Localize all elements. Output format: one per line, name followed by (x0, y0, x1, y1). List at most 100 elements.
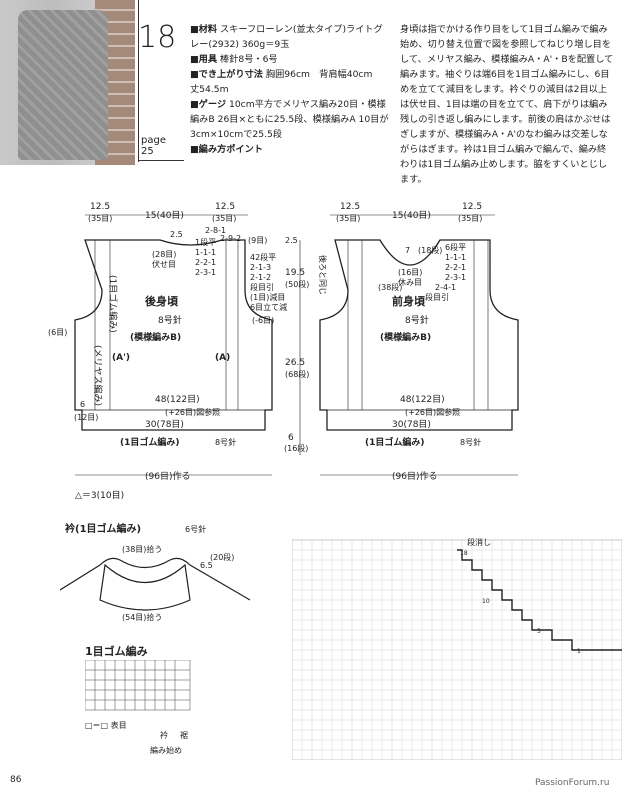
back-side6: 6目立て減 (250, 302, 287, 312)
front-dec4: 2-3-1 (445, 273, 466, 282)
shaping-chart: 段消し 18 10 5 1 (292, 537, 622, 760)
back-cast: (96目)作る (145, 470, 190, 482)
rib-chart-grid (85, 660, 191, 711)
shaping-mark-18: 18 (460, 550, 468, 557)
header-rule-bottom (138, 160, 184, 161)
body-diagrams: 12.5 (35目) 15(40目) 12.5 (35目) 2.5 (28目) … (48, 202, 519, 500)
front-dec2: 1-1-1 (445, 253, 466, 262)
back-side-st: (メリヤス編み) (92, 345, 104, 406)
back-dec3: 2-2-1 (195, 258, 216, 267)
back-twelve: (12目) (74, 413, 98, 422)
back-inc: (+26目)図参照 (165, 407, 220, 417)
front-depth: (38段) (378, 282, 402, 292)
vest-photo (0, 0, 135, 165)
front-width: 48(122目) (400, 394, 445, 405)
back-pattern: (模様編みB) (130, 331, 181, 343)
back-rib-rows: (16段) (284, 443, 308, 453)
back-side-rib: (1目ゴム編み) (107, 275, 119, 333)
collar-band (99, 563, 191, 611)
back-rib-width: 30(78目) (145, 419, 184, 430)
points-text: 身頃は指でかける作り目をして1目ゴム編みで編み始め、切り替え位置で図を参照してね… (400, 24, 614, 185)
pattern-number: 18 (138, 20, 177, 55)
front-rib-needle: 8号針 (460, 437, 481, 447)
rib-chart-title: 1目ゴム編み (85, 645, 148, 658)
back-top-mid: 15(40目) (145, 210, 184, 221)
back-side5: (1目)減目 (250, 292, 285, 302)
front-neck-st: (16目) (398, 268, 422, 277)
page-number: 86 (10, 775, 22, 785)
materials-label: ■材料 (190, 24, 218, 35)
tools-text: 棒針8号・6号 (219, 54, 278, 65)
header-rule (138, 0, 139, 162)
back-length: 26.5 (285, 358, 305, 368)
back-armhole-rows: (50段) (285, 279, 309, 289)
back-dec-st: (9目) (248, 236, 267, 245)
back-side3: 2-1-2 (250, 273, 271, 282)
front-rib-width: 30(78目) (392, 419, 431, 430)
size-label: ■でき上がり寸法 (190, 69, 263, 80)
tools-label: ■用具 (190, 54, 218, 65)
front-needle: 8号針 (405, 314, 429, 326)
shaping-mark-1: 1 (577, 648, 581, 655)
back-side4: 段目引 (250, 282, 274, 292)
back-rib-h: 6 (288, 433, 294, 443)
back-title: 後身頃 (145, 294, 179, 308)
back-a-prime: (A') (112, 353, 130, 363)
back-neck-rows-dim: 2.5 (285, 236, 298, 245)
front-neck-rest: 休み目 (398, 277, 422, 287)
front-top-left-st: (35目) (336, 214, 360, 223)
shaping-step-line (457, 549, 622, 651)
triangle-note: △＝3(10目) (75, 490, 124, 500)
gauge-text: 10cm平方でメリヤス編み20目・模様編みB 26目×ともに25.5段、模様編み… (190, 99, 389, 140)
back-six-rows: 6 (80, 400, 85, 409)
back-top-right: 12.5 (215, 202, 235, 212)
instructions-col2: 身頃は指でかける作り目をして1目ゴム編みで編み始め、切り替え位置で図を参照してね… (400, 22, 615, 187)
collar-needle: 6号針 (185, 524, 206, 534)
watermark: PassionForum.ru (535, 778, 610, 788)
back-rib-label: (1目ゴム編み) (120, 436, 180, 448)
points-label: ■編み方ポイント (190, 144, 263, 155)
rib-start: 編み始め (150, 746, 182, 755)
back-top-right-st: (35目) (212, 214, 236, 223)
collar-diagram: 衿(1目ゴム編み) 6号針 (38目)拾う 6.5 (20段) (54目)拾う (60, 522, 251, 622)
back-rib-needle: 8号針 (215, 437, 236, 447)
collar-height: 6.5 (200, 561, 213, 570)
back-top-left-st: (35目) (88, 214, 112, 223)
back-side1: 42段平 (250, 252, 276, 262)
front-top-mid: 15(40目) (392, 210, 431, 221)
collar-pick1: (38目)拾う (122, 544, 162, 554)
front-dec5: 2-4-1 (435, 283, 456, 292)
front-top-right-st: (35目) (458, 214, 482, 223)
back-top-left: 12.5 (90, 202, 110, 212)
shaping-mark-10: 10 (482, 598, 490, 605)
collar-rows: (20段) (210, 552, 234, 562)
back-neck-bo: 伏せ目 (152, 259, 176, 269)
front-rib-label: (1目ゴム編み) (365, 436, 425, 448)
front-inc: (+26目)図参照 (405, 407, 460, 417)
back-dec2: 1-1-1 (195, 248, 216, 257)
page-reference: page 25 (141, 135, 166, 157)
back-body-outline (74, 239, 273, 431)
back-dec1: 1段平 (195, 237, 216, 247)
front-side-note: 後ろと同じ (318, 255, 328, 295)
front-dec6: 段目引 (425, 292, 449, 302)
back-dec6: 2-9-2 (220, 234, 241, 243)
size-text: 胸囲96cm 背肩幅40cm 丈54.5m (190, 69, 382, 95)
front-neck-rows: (18段) (418, 245, 442, 255)
vest-image (18, 10, 108, 160)
front-top-right: 12.5 (462, 202, 482, 212)
gauge-label: ■ゲージ (190, 99, 227, 110)
back-width: 48(122目) (155, 394, 200, 405)
collar-title: 衿(1目ゴム編み) (65, 522, 141, 535)
back-dec5: 2-8-1 (205, 226, 226, 235)
front-neck-depth: 7 (405, 246, 410, 255)
shaping-drop: 段消し (467, 537, 491, 547)
back-six: (6目) (48, 328, 67, 337)
back-side2: 2-1-3 (250, 263, 271, 272)
materials-text: スキーフローレン(並太タイプ)ライトグレー(2932) 360g＝9玉 (190, 24, 383, 50)
front-top-left: 12.5 (340, 202, 360, 212)
back-neck-depth: 2.5 (170, 230, 183, 239)
front-title: 前身頃 (392, 294, 426, 308)
back-needle: 8号針 (158, 314, 182, 326)
instructions-col1: ■材料 スキーフローレン(並太タイプ)ライトグレー(2932) 360g＝9玉 … (190, 22, 390, 157)
